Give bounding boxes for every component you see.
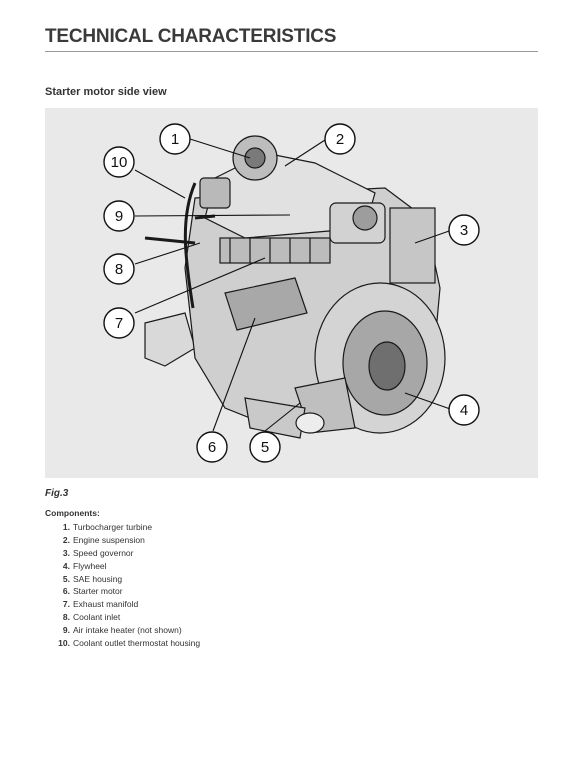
item-number: 7.	[62, 599, 70, 610]
svg-text:4: 4	[460, 402, 468, 419]
item-number: 5.	[62, 573, 70, 584]
item-text: Turbocharger turbine	[73, 522, 153, 532]
svg-text:6: 6	[208, 439, 216, 456]
svg-text:9: 9	[115, 208, 123, 225]
svg-text:3: 3	[460, 222, 468, 239]
list-item: 6.Starter motor	[55, 585, 200, 598]
callout-8: 8	[103, 253, 135, 285]
item-number: 10.	[58, 638, 70, 649]
callout-6: 6	[196, 431, 228, 463]
item-text: Starter motor	[73, 586, 123, 597]
svg-text:1: 1	[171, 131, 179, 148]
item-number: 9.	[62, 625, 70, 636]
list-item: 3.Speed governor	[55, 547, 200, 560]
item-number: 4.	[62, 560, 70, 571]
list-item: 4.Flywheel	[55, 560, 200, 573]
svg-text:2: 2	[336, 131, 344, 148]
item-number: 8.	[62, 612, 70, 623]
item-text: Exhaust manifold	[73, 599, 139, 610]
callout-2: 2	[324, 123, 356, 155]
item-number: 6.	[62, 586, 70, 597]
item-number: 1.	[62, 522, 70, 532]
leader-lines	[134, 138, 454, 432]
section-heading: Starter motor side view	[45, 86, 167, 98]
svg-text:8: 8	[115, 261, 123, 278]
page-title: TECHNICAL CHARACTERISTICS	[45, 26, 337, 47]
svg-text:7: 7	[115, 315, 123, 332]
svg-text:10: 10	[111, 154, 128, 171]
callout-4: 4	[448, 394, 480, 426]
item-text: Air intake heater (not shown)	[73, 625, 182, 636]
list-item: 8.Coolant inlet	[55, 611, 200, 624]
item-text: Flywheel	[73, 560, 107, 571]
item-text: Coolant outlet thermostat housing	[73, 638, 201, 649]
callout-9: 9	[103, 200, 135, 232]
title-divider	[45, 51, 538, 52]
item-text: Speed governor	[73, 547, 134, 558]
callout-3: 3	[448, 214, 480, 246]
components-list: 1.Turbocharger turbine 2.Engine suspensi…	[55, 521, 200, 650]
item-text: Coolant inlet	[73, 612, 121, 623]
item-number: 3.	[62, 547, 70, 558]
item-text: Engine suspension	[73, 534, 145, 545]
svg-text:5: 5	[261, 439, 269, 456]
list-item: 1.Turbocharger turbine	[55, 521, 200, 534]
list-item: 7.Exhaust manifold	[55, 598, 200, 611]
list-item: 5.SAE housing	[55, 573, 200, 586]
callout-5: 5	[249, 431, 281, 463]
engine-drawing	[144, 135, 446, 439]
item-text: SAE housing	[73, 573, 123, 584]
engine-illustration: 1 2 3 4 5 6 7 8	[103, 123, 480, 463]
item-number: 2.	[62, 534, 70, 545]
callout-1: 1	[159, 123, 191, 155]
list-item: 2.Engine suspension	[55, 534, 200, 547]
components-label: Components:	[45, 508, 100, 518]
callout-10: 10	[103, 146, 135, 178]
list-item: 9.Air intake heater (not shown)	[55, 624, 200, 637]
list-item: 10.Coolant outlet thermostat housing	[55, 637, 200, 650]
engine-figure: 1 2 3 4 5 6 7 8	[45, 108, 538, 478]
callout-7: 7	[103, 307, 135, 339]
figure-caption: Fig.3	[45, 488, 69, 499]
